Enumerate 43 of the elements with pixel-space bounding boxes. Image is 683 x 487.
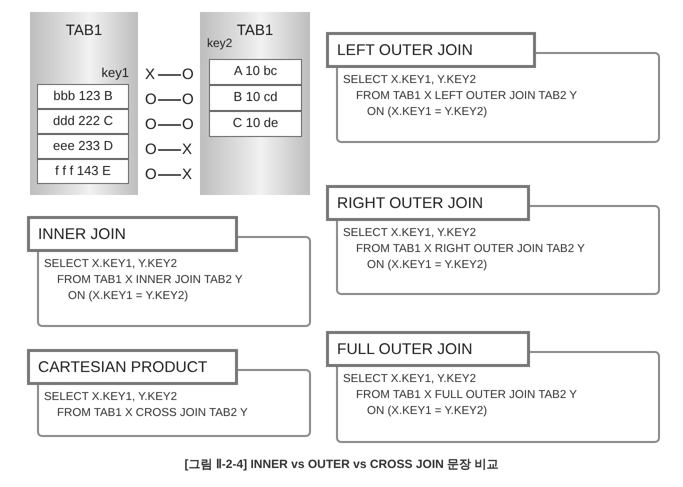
- code-line: ON (X.KEY1 = Y.KEY2): [367, 106, 488, 120]
- code-line: ON (X.KEY1 = Y.KEY2): [68, 290, 188, 304]
- heading-box: FULL OUTER JOIN: [326, 331, 530, 367]
- match-mark: X: [182, 141, 192, 159]
- table-row: bbb 123 B: [37, 84, 129, 109]
- code-line: FROM TAB1 X FULL OUTER JOIN TAB2 Y: [356, 389, 577, 403]
- code-line: FROM TAB1 X RIGHT OUTER JOIN TAB2 Y: [356, 243, 585, 257]
- table-panel: [30, 12, 138, 195]
- code-line: FROM TAB1 X LEFT OUTER JOIN TAB2 Y: [356, 90, 578, 104]
- column-label: key2: [207, 36, 232, 50]
- table-row: eee 233 D: [37, 134, 129, 159]
- heading-box: RIGHT OUTER JOIN: [326, 185, 530, 221]
- code-line: SELECT X.KEY1, Y.KEY2: [343, 227, 476, 241]
- match-mark: O: [145, 91, 157, 109]
- table-row: C 10 de: [209, 111, 302, 137]
- code-line: SELECT X.KEY1, Y.KEY2: [343, 373, 476, 387]
- code-line: ON (X.KEY1 = Y.KEY2): [367, 259, 488, 273]
- code-line: FROM TAB1 X CROSS JOIN TAB2 Y: [57, 407, 248, 421]
- match-mark: O: [145, 116, 157, 134]
- table-panel: [200, 12, 310, 195]
- heading-box: LEFT OUTER JOIN: [326, 32, 536, 68]
- code-line: SELECT X.KEY1, Y.KEY2: [343, 74, 476, 88]
- table-name: TAB1: [64, 22, 104, 40]
- heading-box: INNER JOIN: [27, 216, 238, 252]
- code-line: SELECT X.KEY1, Y.KEY2: [44, 391, 177, 405]
- match-mark: O: [145, 166, 157, 184]
- code-line: ON (X.KEY1 = Y.KEY2): [367, 405, 488, 419]
- match-mark: O: [182, 116, 194, 134]
- code-line: SELECT X.KEY1, Y.KEY2: [44, 258, 177, 272]
- match-mark: O: [182, 66, 194, 84]
- match-mark: X: [145, 66, 156, 84]
- match-mark: X: [182, 166, 192, 184]
- table-row: ddd 222 C: [37, 109, 129, 134]
- figure-caption: [그림 Ⅱ-2-4] INNER vs OUTER vs CROSS JOIN 문장 비교: [184, 457, 499, 471]
- table-row: f f f 143 E: [37, 159, 129, 184]
- table-name: TAB1: [236, 22, 274, 40]
- column-label: key1: [102, 65, 129, 81]
- heading-box: CARTESIAN PRODUCT: [27, 349, 238, 385]
- match-mark: O: [145, 141, 157, 159]
- table-row: A 10 bc: [209, 59, 302, 85]
- table-row: B 10 cd: [209, 85, 302, 111]
- code-line: FROM TAB1 X INNER JOIN TAB2 Y: [57, 274, 243, 288]
- match-mark: O: [182, 91, 194, 109]
